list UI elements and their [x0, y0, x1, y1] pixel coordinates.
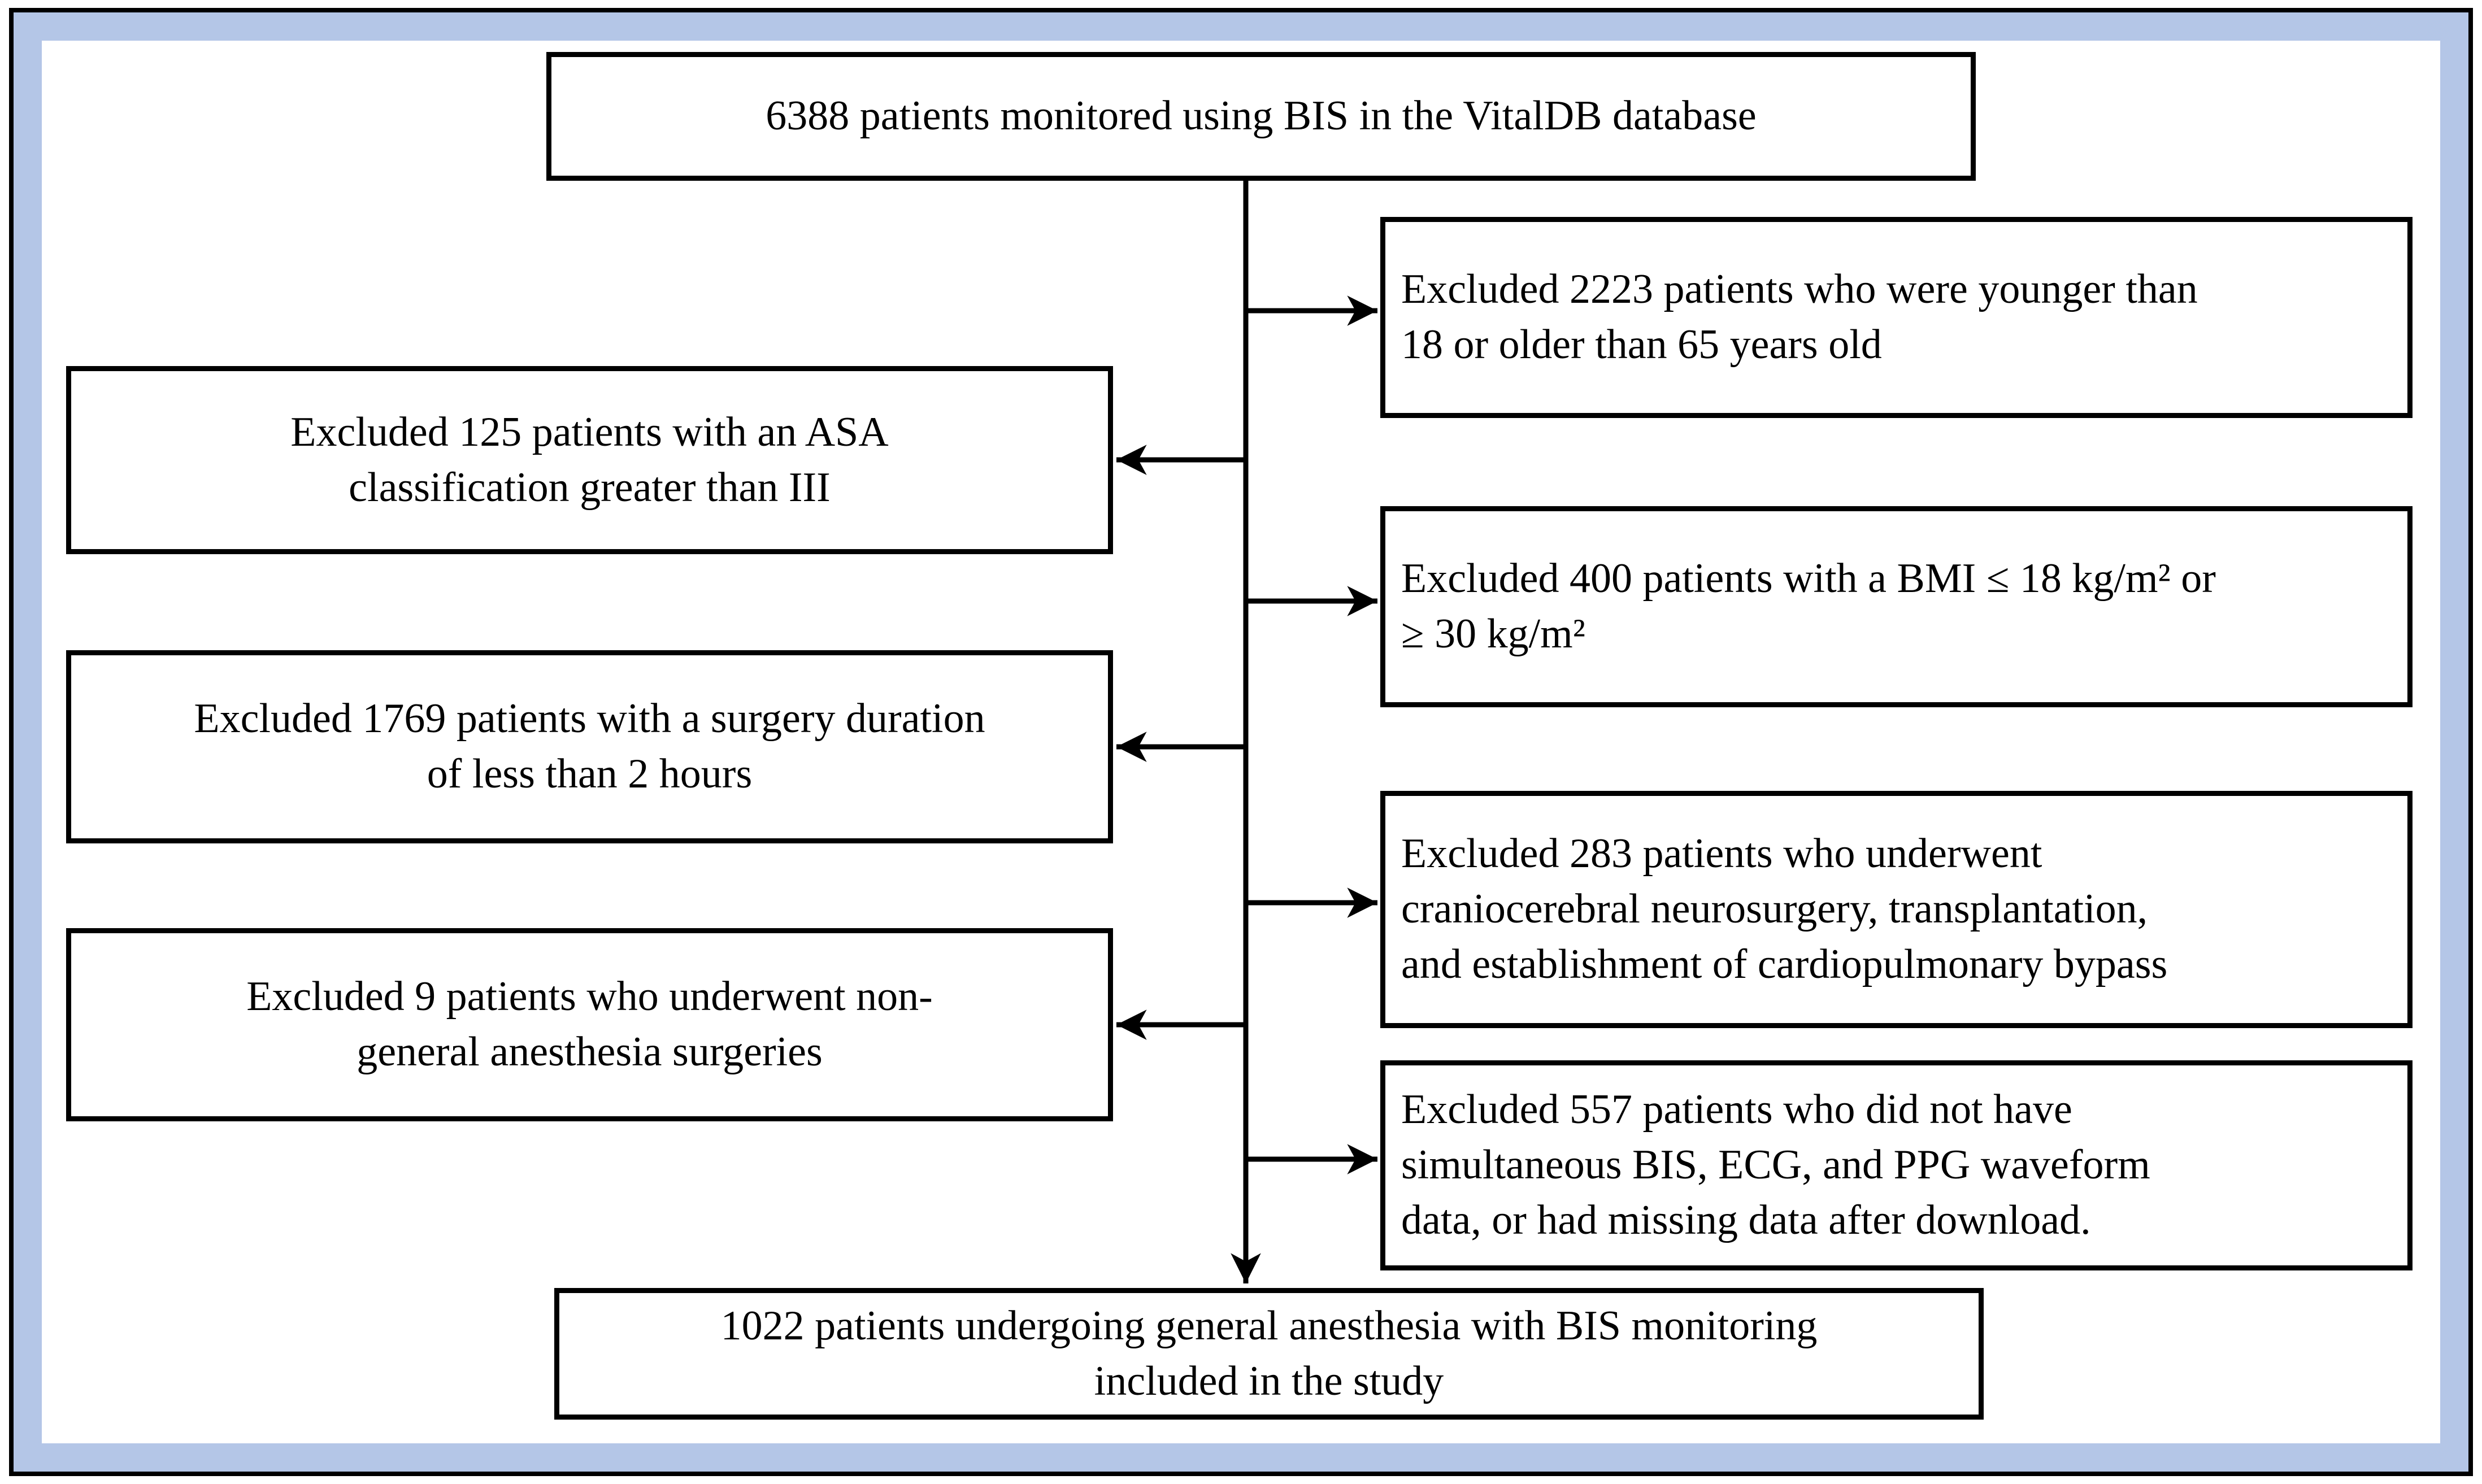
final-box: 1022 patients undergoing general anesthe…	[554, 1288, 1984, 1420]
excluded-surgery-type-line: and establishment of cardiopulmonary byp…	[1401, 941, 2168, 987]
excluded-asa-line: Excluded 125 patients with an ASA	[290, 408, 889, 455]
excluded-asa-box: Excluded 125 patients with an ASA classi…	[66, 366, 1113, 554]
excluded-bmi-line: ≥ 30 kg/m²	[1401, 611, 1585, 657]
excluded-missing-data-line: data, or had missing data after download…	[1401, 1196, 2091, 1243]
excluded-surgery-type-line: craniocerebral neurosurgery, transplanta…	[1401, 886, 2148, 933]
excluded-surgery-type-line: Excluded 283 patients who underwent	[1401, 830, 2042, 877]
final-box-line: 1022 patients undergoing general anesthe…	[720, 1302, 1818, 1349]
excluded-duration-box: Excluded 1769 patients with a surgery du…	[66, 650, 1113, 843]
excluded-asa-line: classification greater than III	[349, 464, 831, 511]
excluded-missing-data-line: simultaneous BIS, ECG, and PPG waveform	[1401, 1142, 2150, 1189]
final-box-line: included in the study	[1094, 1357, 1444, 1404]
excluded-duration-line: of less than 2 hours	[427, 751, 753, 797]
excluded-bmi-box: Excluded 400 patients with a BMI ≤ 18 kg…	[1380, 506, 2413, 707]
excluded-age-line: 18 or older than 65 years old	[1401, 321, 1882, 368]
excluded-anesthesia-line: general anesthesia surgeries	[357, 1029, 823, 1075]
excluded-missing-data-line: Excluded 557 patients who did not have	[1401, 1086, 2072, 1133]
excluded-missing-data-box: Excluded 557 patients who did not have s…	[1380, 1060, 2413, 1270]
excluded-surgery-type-box: Excluded 283 patients who underwent cran…	[1380, 791, 2413, 1028]
excluded-age-box: Excluded 2223 patients who were younger …	[1380, 217, 2413, 418]
excluded-anesthesia-line: Excluded 9 patients who underwent non-	[246, 973, 933, 1020]
excluded-duration-line: Excluded 1769 patients with a surgery du…	[194, 695, 985, 742]
excluded-age-line: Excluded 2223 patients who were younger …	[1401, 266, 2198, 313]
start-box-text: 6388 patients monitored using BIS in the…	[766, 93, 1757, 140]
excluded-bmi-line: Excluded 400 patients with a BMI ≤ 18 kg…	[1401, 555, 2216, 602]
excluded-anesthesia-box: Excluded 9 patients who underwent non- g…	[66, 928, 1113, 1121]
start-box: 6388 patients monitored using BIS in the…	[546, 52, 1976, 181]
